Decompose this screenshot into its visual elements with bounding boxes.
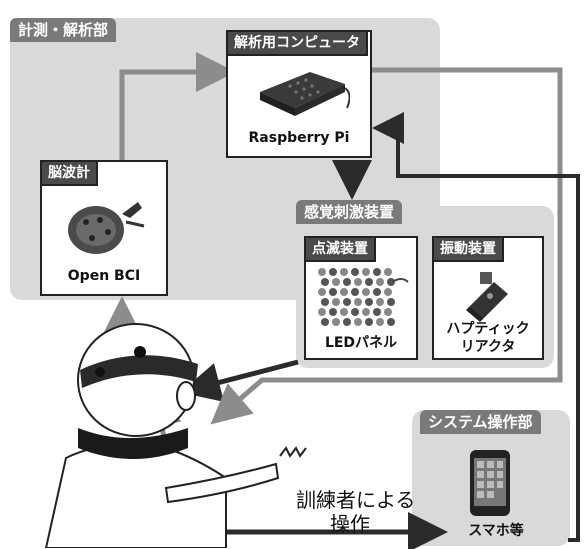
- led-dot: [332, 298, 340, 306]
- eeg-box: 脳波計 Open BCI: [40, 160, 168, 296]
- led-dot: [387, 298, 395, 306]
- led-dot: [340, 288, 348, 296]
- computer-box: 解析用コンピュータ Raspberry Pi: [226, 30, 372, 158]
- eeg-to-computer-arrow: [119, 52, 236, 160]
- blink-box: 点滅装置 LEDパネル: [304, 236, 418, 360]
- led-dot: [362, 288, 370, 296]
- led-dot: [351, 308, 359, 316]
- led-panel-icon: [318, 268, 409, 326]
- led-dot: [387, 318, 395, 326]
- led-to-eye-arrow: [180, 359, 299, 402]
- phone-to-computer-arrow: [372, 112, 580, 542]
- led-dot: [343, 298, 351, 306]
- led-dot: [376, 278, 384, 286]
- led-dot: [376, 318, 384, 326]
- system-tag: システム操作部: [420, 410, 541, 434]
- eeg-header: 脳波計: [40, 160, 98, 186]
- led-dot: [332, 278, 340, 286]
- led-dot: [321, 318, 329, 326]
- stimulus-tag: 感覚刺激装置: [296, 200, 403, 224]
- led-dot: [343, 318, 351, 326]
- vibration-caption-1: ハプティック: [446, 321, 530, 337]
- led-dot: [365, 298, 373, 306]
- led-dot: [365, 278, 373, 286]
- led-dot: [318, 268, 326, 276]
- measure-analysis-tag: 計測・解析部: [10, 18, 117, 42]
- led-dot: [318, 308, 326, 316]
- led-dot: [354, 318, 362, 326]
- led-dot: [362, 268, 370, 276]
- vibration-box: 振動装置 ハプティック リアクタ: [432, 236, 544, 360]
- eeg-headset-icon: [68, 202, 145, 254]
- vibration-caption-2: リアクタ: [460, 339, 516, 355]
- raspberry-pi-icon: [260, 72, 350, 116]
- led-dot: [384, 268, 392, 276]
- computer-caption: Raspberry Pi: [248, 130, 350, 146]
- led-dot: [362, 308, 370, 316]
- led-dot: [318, 288, 326, 296]
- computer-to-vibration-arrow: [210, 67, 563, 425]
- trainee-operation-line2: 操作: [330, 512, 370, 536]
- led-dot: [321, 278, 329, 286]
- led-dot: [351, 288, 359, 296]
- led-dot: [373, 288, 381, 296]
- led-dot: [354, 278, 362, 286]
- led-dot: [387, 278, 395, 286]
- eeg-caption: Open BCI: [67, 268, 141, 284]
- led-dot: [384, 288, 392, 296]
- led-dot: [329, 308, 337, 316]
- trainee-operation-line1: 訓練者による: [296, 488, 416, 512]
- smartphone-icon: [470, 450, 510, 516]
- led-dot: [321, 298, 329, 306]
- vibration-header: 振動装置: [432, 236, 504, 262]
- led-dot: [340, 308, 348, 316]
- led-dot: [329, 268, 337, 276]
- led-dot: [376, 298, 384, 306]
- led-dot: [343, 278, 351, 286]
- led-dot: [354, 298, 362, 306]
- computer-header: 解析用コンピュータ: [226, 30, 368, 56]
- led-dot: [332, 318, 340, 326]
- haptic-reactor-icon: [466, 272, 508, 322]
- phone-caption: スマホ等: [468, 523, 524, 539]
- led-dot: [373, 308, 381, 316]
- blink-caption: LEDパネル: [324, 335, 398, 351]
- led-dot: [384, 308, 392, 316]
- led-dot: [340, 268, 348, 276]
- led-dot: [351, 268, 359, 276]
- blink-header: 点滅装置: [304, 236, 376, 262]
- led-dot: [373, 268, 381, 276]
- led-dot: [329, 288, 337, 296]
- trainee-person-icon: [44, 323, 307, 548]
- led-dot: [365, 318, 373, 326]
